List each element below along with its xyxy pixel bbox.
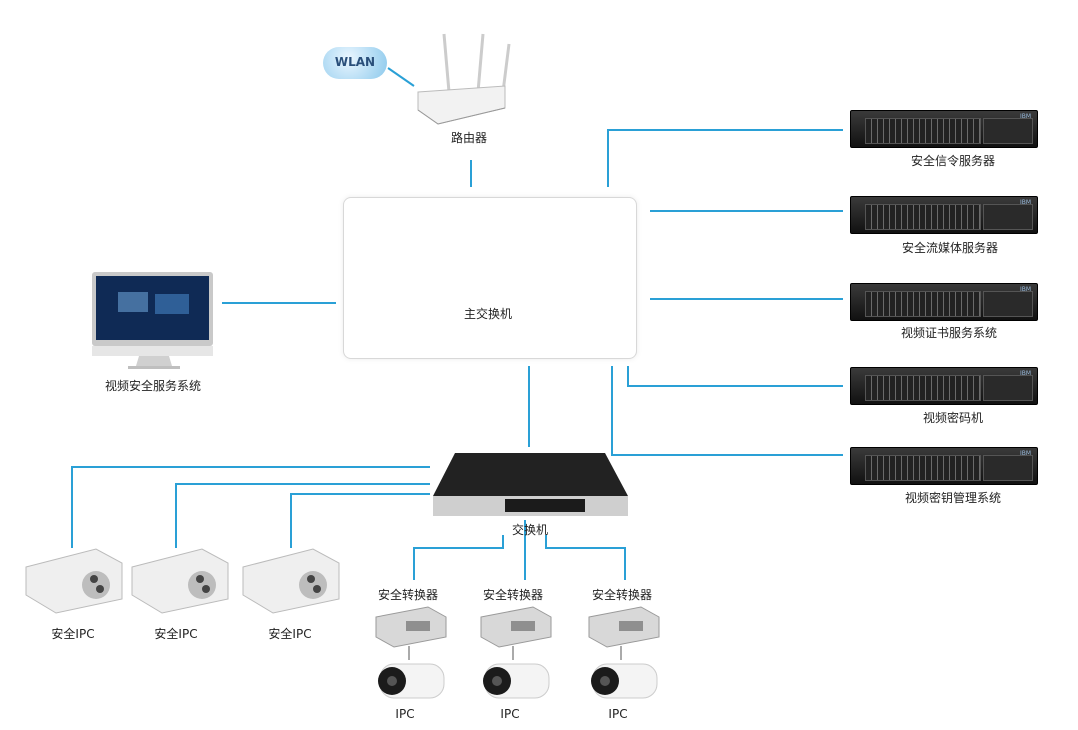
server-icon: IBM — [850, 283, 1038, 321]
server-label: 视频证书服务系统 — [900, 326, 998, 340]
router-label: 路由器 — [450, 131, 488, 145]
server-label: 视频密钥管理系统 — [904, 491, 1002, 505]
video-security-system-label: 视频安全服务系统 — [104, 379, 202, 393]
converter-label: 安全转换器 — [377, 588, 439, 602]
secure-ipc-cameras — [25, 548, 340, 614]
wire-server-1 — [607, 129, 843, 187]
converter-label: 安全转换器 — [591, 588, 653, 602]
wire-converter-3 — [545, 535, 626, 580]
wlan-label: WLAN — [334, 55, 376, 69]
wire-secure-ipc-1 — [71, 466, 430, 548]
monitor-icon — [92, 272, 213, 369]
secure-ipc-label: 安全IPC — [51, 627, 95, 641]
ipc-label: IPC — [608, 707, 628, 721]
wire-secure-ipc-3 — [290, 493, 430, 548]
server-label: 安全流媒体服务器 — [901, 241, 999, 255]
server-icon: IBM — [850, 110, 1038, 148]
secure-ipc-label: 安全IPC — [268, 627, 312, 641]
ipc-cameras — [378, 663, 658, 699]
wire-converter-1 — [413, 535, 504, 580]
secure-ipc-label: 安全IPC — [154, 627, 198, 641]
main-switch-box — [343, 197, 637, 359]
wlan-cloud-icon: WLAN — [323, 47, 387, 79]
wire-server-5 — [611, 366, 843, 456]
wire-secure-ipc-2 — [175, 483, 430, 548]
server-label: 安全信令服务器 — [910, 154, 996, 168]
main-switch-label: 主交换机 — [463, 307, 513, 321]
server-icon: IBM — [850, 367, 1038, 405]
wire-wlan-router — [387, 67, 415, 87]
switch-icon — [433, 453, 628, 516]
wire-server-4 — [627, 366, 843, 387]
server-icon: IBM — [850, 196, 1038, 234]
converter-icons — [375, 606, 660, 648]
switch-label: 交换机 — [511, 523, 549, 537]
server-icon: IBM — [850, 447, 1038, 485]
router-icon — [417, 33, 511, 125]
ipc-label: IPC — [500, 707, 520, 721]
ipc-label: IPC — [395, 707, 415, 721]
server-label: 视频密码机 — [922, 411, 984, 425]
converter-label: 安全转换器 — [482, 588, 544, 602]
